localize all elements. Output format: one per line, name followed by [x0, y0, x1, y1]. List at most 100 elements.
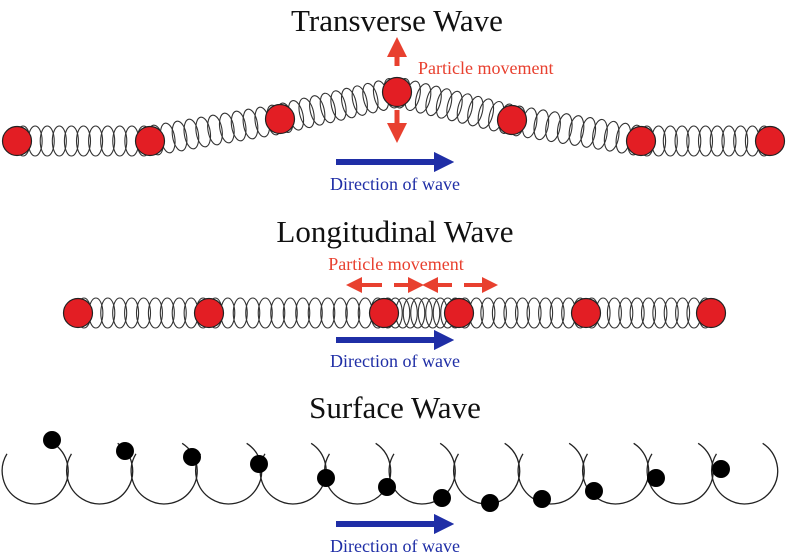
particle-ball	[193, 297, 225, 329]
spring-coil	[410, 297, 426, 329]
spring-coil	[282, 297, 298, 329]
spring-coil	[435, 88, 453, 119]
spring-coil	[618, 297, 634, 329]
surface-direction-label: Direction of wave	[330, 536, 460, 556]
spring-coil	[75, 125, 92, 157]
surface-particle-dot	[712, 460, 730, 478]
surface-wave-section: Surface Wave Direction of wave	[1, 390, 779, 556]
longitudinal-particle-label: Particle movement	[328, 254, 463, 274]
particle-ball	[443, 297, 475, 329]
spring-coil	[307, 297, 323, 329]
spring-coil	[402, 297, 418, 329]
spring-coil	[345, 297, 361, 329]
spring-coil	[675, 297, 691, 329]
orbit-arc	[711, 442, 779, 505]
spring-coil	[245, 297, 261, 329]
spring-coil	[207, 114, 223, 146]
spring-coil	[257, 297, 273, 329]
spring-coil	[171, 120, 188, 152]
spring-coil	[242, 108, 259, 140]
orbit-arc	[517, 442, 585, 505]
spring-coil	[320, 297, 336, 329]
surface-particle-dot	[533, 490, 551, 508]
spring-coil	[295, 297, 311, 329]
spring-coil	[159, 297, 175, 329]
spring-coil	[298, 97, 315, 129]
particle-ball	[496, 104, 528, 136]
transverse-particle-label: Particle movement	[418, 58, 553, 78]
spring-coil	[662, 125, 678, 157]
spring-coil	[629, 297, 645, 329]
spring-coil	[580, 117, 597, 148]
spring-coil	[709, 125, 725, 157]
transverse-particles	[1, 76, 786, 157]
particle-ball	[62, 297, 94, 329]
spring-coil	[538, 297, 554, 329]
spring-coil	[195, 116, 212, 148]
longitudinal-wave-section: Longitudinal Wave Particle movement Dire…	[62, 214, 727, 371]
orbit-arc	[1, 442, 69, 505]
spring-coil	[467, 95, 484, 127]
particle-ball	[368, 297, 400, 329]
orbit-arc	[66, 442, 134, 505]
spring-coil	[100, 297, 116, 329]
spring-coil	[491, 297, 507, 329]
surface-particle-dot	[43, 431, 61, 449]
spring-coil	[533, 109, 550, 141]
spring-coil	[549, 297, 565, 329]
spring-coil	[568, 115, 585, 146]
orbit-arc	[388, 442, 456, 505]
longitudinal-particles	[62, 297, 727, 329]
spring-coil	[721, 125, 737, 157]
particle-ball	[264, 103, 296, 135]
surface-particle-dot	[378, 478, 396, 496]
spring-coil	[425, 297, 441, 329]
surface-particle-dot	[647, 469, 665, 487]
spring-coil	[39, 125, 55, 157]
spring-coil	[218, 112, 235, 144]
surface-particle-dot	[116, 442, 134, 460]
surface-particle-dot	[250, 455, 268, 473]
longitudinal-direction-label: Direction of wave	[330, 351, 460, 371]
surface-particle-dot	[433, 489, 451, 507]
particle-ball	[695, 297, 727, 329]
spring-coil	[270, 297, 286, 329]
orbit-arc	[324, 442, 392, 505]
orbit-arc	[195, 442, 263, 505]
spring-coil	[456, 93, 474, 124]
spring-coil	[640, 297, 657, 329]
spring-coil	[663, 297, 679, 329]
spring-coil	[230, 110, 247, 142]
spring-coil	[340, 87, 358, 119]
spring-coil	[733, 125, 749, 157]
spring-coil	[51, 125, 67, 157]
spring-coil	[545, 111, 561, 143]
orbit-arc	[259, 442, 327, 505]
spring-coil	[674, 125, 690, 157]
particle-ball	[381, 76, 413, 108]
spring-coil	[309, 95, 326, 126]
surface-particle-dot	[317, 469, 335, 487]
surface-wave-title: Surface Wave	[309, 390, 481, 425]
spring-coil	[686, 125, 702, 157]
spring-coil	[592, 118, 608, 150]
particle-ball	[134, 125, 166, 157]
transverse-wave-section: Transverse Wave Particle movement Direct…	[1, 3, 786, 194]
surface-particle-dot	[481, 494, 499, 512]
spring-coil	[556, 113, 573, 144]
spring-coil	[480, 297, 496, 329]
spring-coil	[351, 85, 368, 116]
spring-coil	[330, 90, 347, 121]
spring-coil	[171, 297, 187, 329]
spring-coil	[603, 120, 620, 152]
spring-coil	[697, 125, 714, 157]
surface-particle-dot	[585, 482, 603, 500]
particle-ball	[754, 125, 786, 157]
orbit-arc	[582, 442, 650, 505]
transverse-direction-label: Direction of wave	[330, 174, 460, 194]
longitudinal-wave-title: Longitudinal Wave	[276, 214, 513, 249]
spring-coil	[112, 125, 128, 157]
spring-coil	[503, 297, 519, 329]
transverse-wave-title: Transverse Wave	[291, 3, 503, 38]
